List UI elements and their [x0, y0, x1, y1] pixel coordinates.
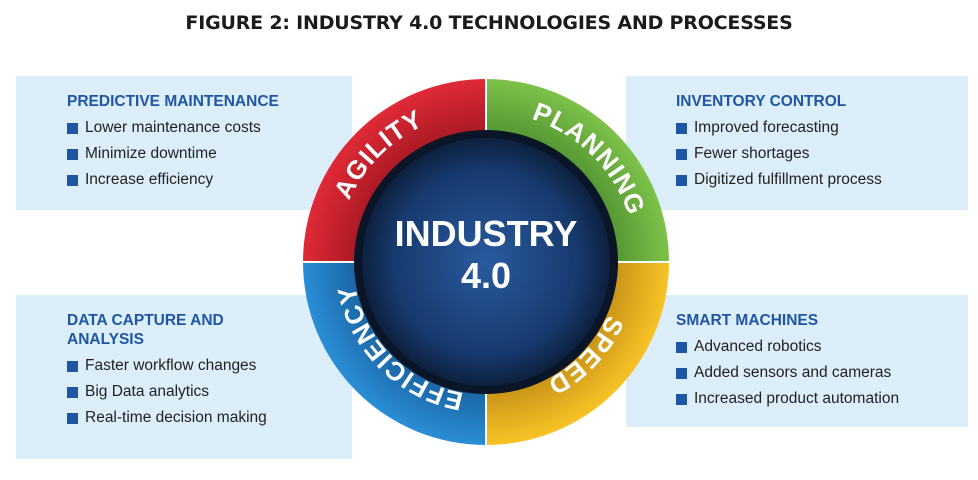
list-item: Fewer shortages: [676, 141, 968, 167]
bullet-icon: [676, 148, 687, 160]
list-item: Faster workflow changes: [67, 353, 352, 379]
list-item: Lower maintenance costs: [67, 115, 352, 141]
data-capture-panel: DATA CAPTURE AND ANALYSIS Faster workflo…: [16, 295, 352, 459]
center-disc: [362, 138, 610, 386]
list-item-text: Improved forecasting: [694, 119, 839, 136]
list-item-text: Increase efficiency: [85, 171, 214, 188]
center-title-line1: INDUSTRY: [395, 213, 578, 254]
list-item: Increase efficiency: [67, 167, 352, 193]
list-item-text: Minimize downtime: [85, 145, 217, 162]
panel-heading-line: DATA CAPTURE AND: [67, 312, 224, 329]
bullet-icon: [676, 341, 687, 353]
panel-heading: SMART MACHINES: [676, 312, 819, 329]
list-item: Increased product automation: [676, 386, 968, 412]
list-item-text: Digitized fulfillment process: [694, 171, 882, 188]
list-item-text: Advanced robotics: [694, 338, 822, 355]
list-item: Digitized fulfillment process: [676, 167, 968, 193]
list-item: Improved forecasting: [676, 115, 968, 141]
figure-title: FIGURE 2: INDUSTRY 4.0 TECHNOLOGIES AND …: [185, 12, 793, 34]
panel-heading: PREDICTIVE MAINTENANCE: [67, 93, 279, 110]
predictive-maintenance-panel: PREDICTIVE MAINTENANCE Lower maintenance…: [16, 76, 352, 210]
bullet-icon: [676, 393, 687, 405]
panel-heading: DATA CAPTURE AND ANALYSIS: [67, 311, 352, 349]
list-item-text: Lower maintenance costs: [85, 119, 261, 136]
list-item-text: Added sensors and cameras: [694, 364, 892, 381]
bullet-icon: [676, 174, 687, 186]
bullet-icon: [67, 360, 78, 372]
list-item-text: Faster workflow changes: [85, 357, 257, 374]
panel-heading: INVENTORY CONTROL: [676, 93, 847, 110]
center-title-line2: 4.0: [461, 255, 511, 296]
bullet-icon: [676, 122, 687, 134]
bullet-icon: [67, 174, 78, 186]
list-item: Big Data analytics: [67, 379, 352, 405]
list-item: Minimize downtime: [67, 141, 352, 167]
bullet-icon: [67, 148, 78, 160]
list-item: Advanced robotics: [676, 334, 968, 360]
list-item: Added sensors and cameras: [676, 360, 968, 386]
bullet-icon: [67, 386, 78, 398]
bullet-icon: [676, 367, 687, 379]
list-item-text: Fewer shortages: [694, 145, 810, 162]
bullet-icon: [67, 412, 78, 424]
list-item-text: Big Data analytics: [85, 383, 210, 400]
list-item-text: Real-time decision making: [85, 409, 267, 426]
inventory-control-panel: INVENTORY CONTROL Improved forecasting F…: [626, 76, 968, 210]
panel-heading-line: ANALYSIS: [67, 331, 144, 348]
smart-machines-panel: SMART MACHINES Advanced robotics Added s…: [626, 295, 968, 427]
list-item: Real-time decision making: [67, 405, 352, 431]
list-item-text: Increased product automation: [694, 390, 900, 407]
bullet-icon: [67, 122, 78, 134]
